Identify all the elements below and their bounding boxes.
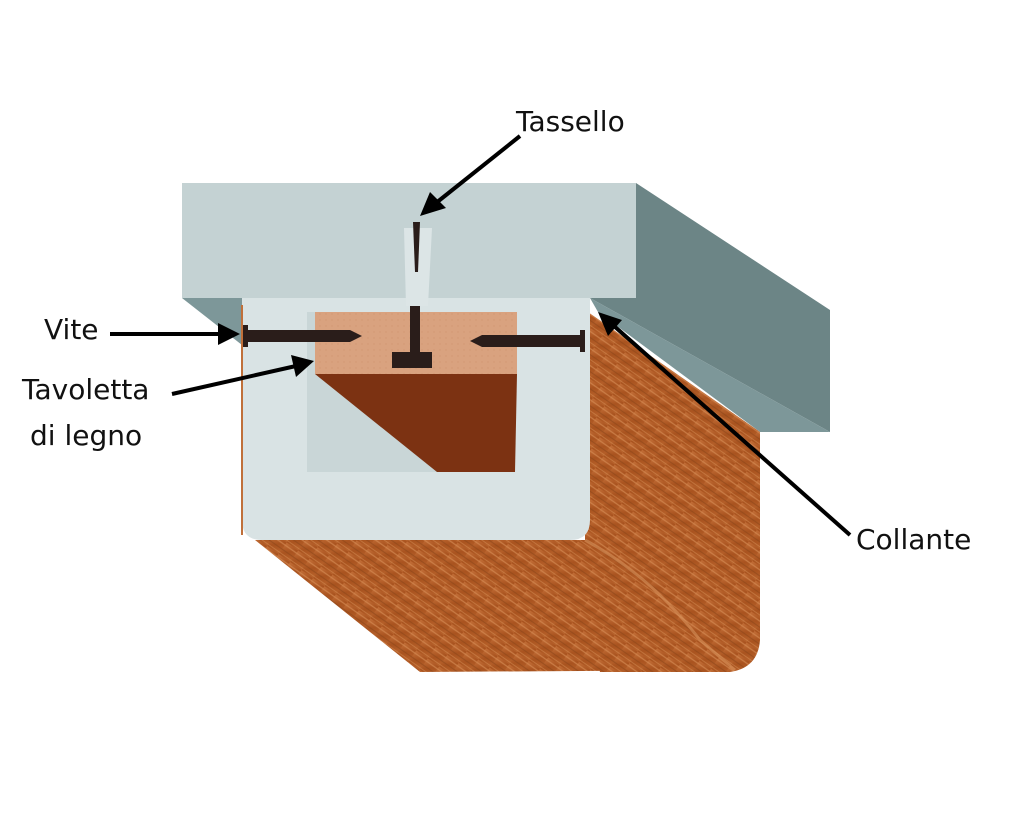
t-screw-shank — [410, 306, 420, 356]
ceiling-side-face — [590, 183, 830, 432]
ceiling-underside — [590, 298, 830, 432]
t-screw-head — [392, 352, 432, 368]
right-screw — [470, 335, 580, 347]
arrow-collante — [598, 312, 852, 537]
arrow-tavoletta — [171, 355, 314, 396]
wood-board-section — [315, 374, 517, 472]
arrow-tassello — [420, 134, 522, 216]
label-tavoletta-line2: di legno — [30, 419, 143, 452]
ceiling-left-edge — [182, 298, 242, 345]
label-tassello: Tassello — [516, 105, 625, 138]
label-collante: Collante — [856, 523, 972, 556]
label-vite: Vite — [44, 313, 99, 346]
beam-bottom-face — [255, 540, 735, 672]
left-screw — [248, 330, 362, 342]
anchor-screw — [413, 222, 420, 272]
label-tavoletta-line1: Tavoletta — [22, 373, 150, 406]
arrow-vite — [110, 323, 240, 345]
